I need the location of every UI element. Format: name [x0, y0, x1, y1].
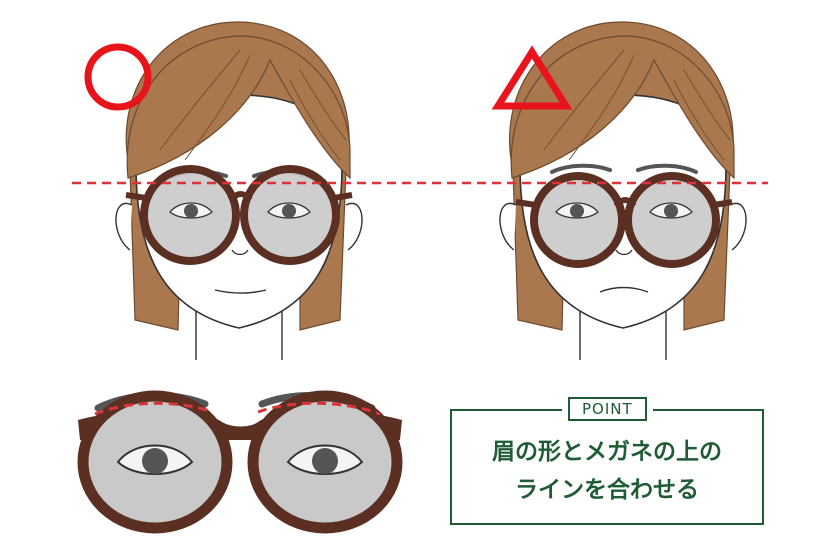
point-text-line-2: ラインを合わせる — [515, 477, 699, 503]
face-left-eyes — [169, 202, 311, 219]
point-tag: POINT — [562, 397, 653, 421]
good-mark-circle — [84, 43, 152, 111]
point-text-line-1: 眉の形とメガネの上の — [492, 439, 722, 465]
point-tag-label: POINT — [568, 397, 647, 421]
face-left-nose — [231, 249, 249, 256]
face-left-hair-fringe — [126, 35, 351, 180]
face-left-mouth — [214, 289, 267, 294]
closeup-guide-right — [257, 401, 381, 416]
face-right-eyebrow-left — [550, 163, 612, 174]
point-text: 眉の形とメガネの上の ラインを合わせる — [452, 433, 762, 509]
face-left-ear-left — [115, 202, 133, 251]
face-right-glasses — [515, 172, 733, 268]
face-right-hair-strands — [543, 49, 731, 161]
face-right-eyebrow-right — [636, 163, 698, 174]
face-right-hair-fringe — [510, 35, 735, 180]
fair-mark-triangle — [491, 45, 573, 110]
face-left-glasses — [125, 165, 353, 265]
face-right-eyes — [555, 202, 693, 219]
face-right-nose — [615, 249, 633, 256]
face-right-ear-left — [499, 202, 517, 251]
face-right-ear-right — [729, 202, 747, 251]
closeup-eyes — [116, 444, 364, 475]
face-left — [115, 21, 363, 360]
face-left-hair-strands — [159, 49, 347, 161]
point-callout: POINT 眉の形とメガネの上の ラインを合わせる — [450, 397, 764, 525]
face-right-mouth — [599, 286, 649, 293]
glasses-closeup — [77, 390, 403, 534]
face-left-ear-right — [345, 202, 363, 251]
face-right — [499, 21, 747, 360]
closeup-guide-left — [94, 401, 213, 416]
